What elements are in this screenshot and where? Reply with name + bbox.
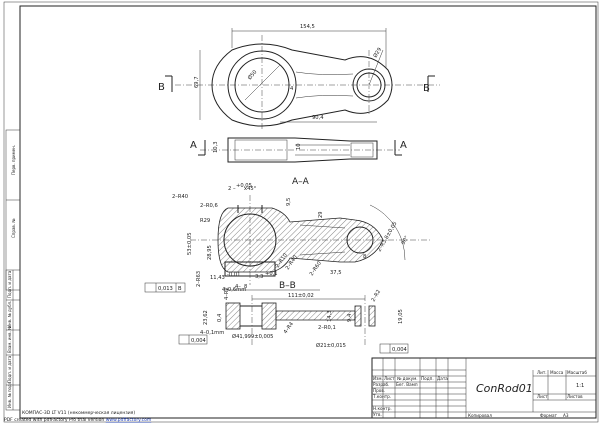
side-stamp-column: Перв. примен. Справ. № Подп. и дата Инв.…	[5, 129, 21, 411]
section-mark-b-right: B	[423, 83, 430, 94]
dim-bb-94: 9,4	[347, 313, 353, 322]
stamp-inv-dubl: Инв. № дубл.	[7, 301, 12, 328]
dim-bb-r2b: 4–R2	[224, 287, 230, 300]
tb-scale: 1:1	[576, 383, 584, 389]
stamp-inv-podl: Инв. № подл.	[7, 380, 12, 408]
tb-person-razrab: Разраб.	[373, 382, 389, 387]
footer-link[interactable]: www.pdffactory.com	[106, 417, 152, 423]
dim-shank: 4	[290, 86, 294, 92]
dim-bb-1905: 19,05	[398, 309, 404, 324]
dim-head-height: 69,7	[194, 76, 200, 88]
dim-bb-r2: 2–R2	[371, 289, 383, 303]
footer-kompas: КОМПАС-3D LT V11 (некоммерческая лицензи…	[22, 410, 135, 416]
dim-aa-r40: 2–R40	[172, 194, 188, 200]
side-view: 90,4 10,3 10 A A	[190, 115, 407, 163]
top-view: 154,5 69,7 Ø50 4 Ø29 B B	[158, 24, 440, 130]
dim-aa-chamfer-count: 2 –	[228, 186, 236, 192]
dim-bb-143: 14,3	[327, 310, 333, 322]
dim-side-web: 10	[296, 143, 302, 150]
tb-copied: Копировал	[468, 413, 492, 418]
tb-label-ndoc: № докум.	[397, 376, 418, 381]
dim-aa-29: 29	[318, 211, 324, 218]
dim-aa-hole-count: 4–	[235, 284, 241, 290]
stamp-podp-data-2: Подп. и дата	[7, 355, 12, 383]
dim-aa-chamfer-tol: +0,05	[236, 183, 252, 189]
dim-aa-33: 3,3	[255, 274, 263, 280]
tb-label-podp: Подп.	[421, 376, 434, 381]
dim-bb-2362: 23,62	[203, 310, 209, 325]
dim-bb-big-bore: Ø41,999±0,005	[232, 333, 273, 340]
dim-aa-33-tol: +0,1	[265, 271, 278, 277]
stamp-podp-data-1: Подп. и дата	[7, 270, 12, 298]
dim-overall-length: 154,5	[300, 24, 315, 30]
dim-aa-8: 8	[363, 254, 366, 260]
tb-person-prov: Пров.	[373, 388, 385, 393]
tolerance-frame-bb-left: 0,004	[178, 334, 208, 345]
dim-bb-center: 111±0,02	[288, 293, 314, 299]
dim-bb-chamfer-bot: 4–0,1mm	[200, 330, 224, 336]
dim-side-length: 90,4	[312, 115, 324, 121]
tb-label-lit: Лит.	[537, 370, 547, 375]
tb-label-sheet: Лист	[537, 394, 548, 399]
section-mark-a-right: A	[400, 140, 407, 151]
dim-side-thickness: 10,3	[213, 141, 219, 153]
dim-aa-r29: R29	[200, 218, 210, 224]
dim-aa-2895: 28,95	[207, 245, 213, 260]
footer-pdf: PDF created with pdfFactory Pro trial ve…	[4, 417, 151, 423]
dim-bb-r4: 4–R4	[283, 321, 296, 335]
dim-aa-chamfer: x45°	[244, 186, 257, 192]
tb-label-masshtab: Масштаб	[567, 370, 587, 375]
title-block: Изм. Лист № докум. Подп. Дата Разраб. Бе…	[371, 357, 597, 419]
tb-label-sheets: Листов	[567, 394, 583, 399]
dim-aa-95: 9,5	[286, 198, 292, 206]
tb-person-tkontr: Т.контр.	[372, 394, 391, 399]
dim-bb-04: 0,4	[217, 313, 223, 322]
section-mark-a-left: A	[190, 140, 197, 151]
dim-aa-hole: 8	[244, 284, 247, 290]
dim-bb-chamfer-top: 4–0,6mm	[222, 287, 246, 293]
tb-label-massa: Масса	[550, 370, 564, 375]
tol-aa-value: 0,013	[158, 286, 173, 292]
section-bb-title: B–B	[279, 281, 296, 291]
stamp-vzam-inv: Взам. инв. №	[7, 326, 12, 353]
dim-small-bore: Ø29	[372, 46, 383, 59]
stamp-perv-primen: Перв. примен.	[11, 145, 16, 175]
tb-person-nkontr: Н.контр.	[373, 406, 392, 411]
section-aa-title: A–A	[292, 177, 310, 187]
dim-bb-r01: 2–R0,1	[318, 325, 336, 331]
tol-aa-datum: B	[178, 286, 182, 292]
dim-big-bore: Ø50	[246, 69, 258, 82]
drawing-code: ConRod01	[476, 382, 533, 395]
dim-aa-r06: 2–R0,6	[200, 203, 218, 209]
section-mark-b-left: B	[158, 82, 165, 93]
tolerance-frame-bb-right: 0,004	[379, 343, 409, 354]
dim-aa-r63: 2–R63	[196, 271, 202, 287]
outer-border	[3, 1, 599, 423]
tb-label-data: Дата	[437, 376, 448, 381]
dim-aa-1143-tol: -0,01	[227, 272, 240, 278]
tb-label-list: Лист	[384, 376, 395, 381]
sheet-frame	[19, 5, 597, 419]
dim-aa-1143: 11,43	[210, 275, 225, 281]
dim-aa-r60: 2–R60	[309, 261, 323, 278]
tb-person-utv: Утв.	[373, 412, 382, 417]
tol-bb-left-value: 0,004	[191, 338, 207, 344]
stamp-sprav: Справ. №	[11, 219, 16, 238]
tb-designer: Бег. Вамп	[396, 382, 418, 387]
tb-format-value: A3	[563, 413, 569, 418]
section-aa: A–A 2–R40 2–R0,6 2 – +0,05 x45° R29 53±0…	[144, 177, 430, 293]
tb-label-izm: Изм.	[373, 376, 383, 381]
section-bb: B–B 111±0,02 4–0,6mm 23,62 0,4 4–0,1mm Ø…	[178, 281, 409, 354]
dim-aa-width: 53±0,05	[187, 233, 193, 256]
dim-aa-90deg: 90°	[401, 235, 411, 246]
tb-format-label: Формат	[540, 413, 558, 418]
dim-bb-small-bore: Ø21±0,015	[316, 342, 346, 349]
dim-aa-375: 37,5	[330, 270, 342, 276]
tol-bb-right-value: 0,004	[392, 347, 408, 353]
tolerance-frame-aa: 0,013 B	[144, 282, 186, 293]
